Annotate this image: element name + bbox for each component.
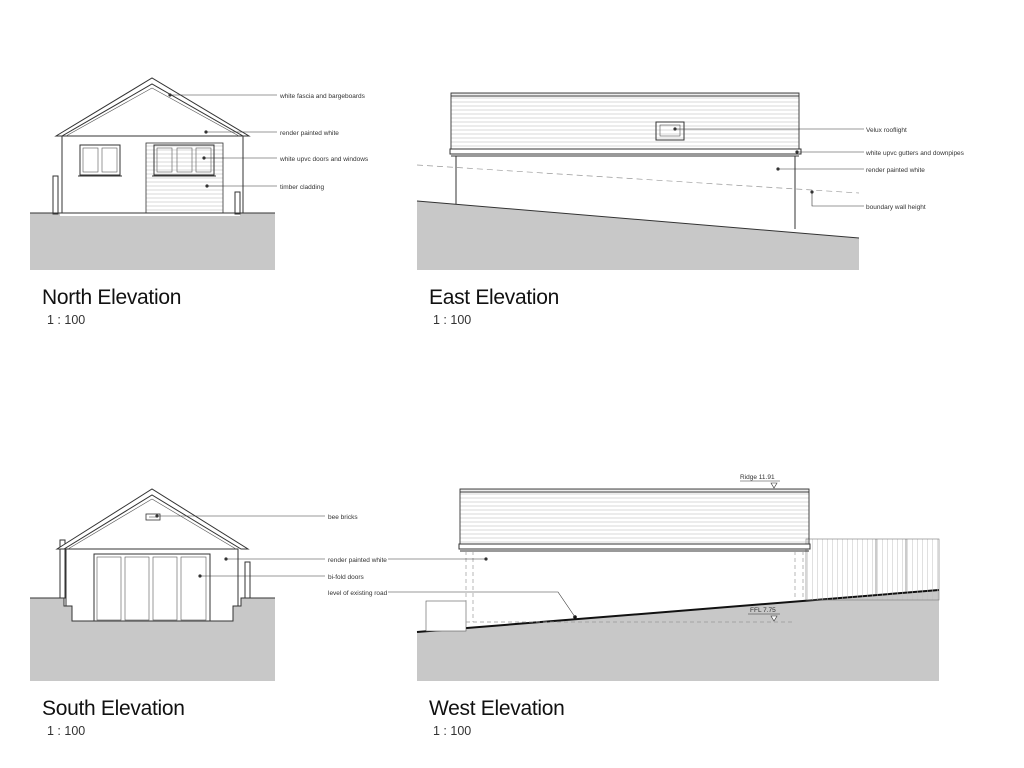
south-label-bee-bricks: bee bricks (328, 514, 358, 521)
east-leaders (673, 127, 864, 207)
east-elevation-scale: 1 : 100 (433, 313, 472, 327)
west-ridge-level-marker (740, 480, 780, 489)
south-bifold-doors (93, 553, 211, 622)
west-ffl-level-marker (748, 613, 780, 622)
east-elevation-title: East Elevation (429, 286, 560, 309)
west-elevation-scale: 1 : 100 (433, 724, 472, 738)
west-leaders (388, 557, 577, 619)
north-elevation-title: North Elevation (42, 286, 182, 309)
south-elevation-title: South Elevation (42, 697, 185, 720)
south-roof (55, 488, 250, 550)
east-label-gutters: white upvc gutters and downpipes (865, 150, 965, 157)
north-left-window (78, 144, 122, 177)
south-label-bifold: bi-fold doors (328, 574, 365, 581)
north-label-doors-windows: white upvc doors and windows (279, 156, 369, 163)
west-existing-shed (425, 600, 467, 632)
south-elevation: bee bricks render painted white bi-fold … (30, 488, 387, 681)
east-label-velux: Velux rooflight (866, 127, 907, 134)
east-velux-rooflight (655, 121, 685, 141)
south-label-render: render painted white (328, 557, 387, 564)
north-elevation-scale: 1 : 100 (47, 313, 86, 327)
west-ridge-level: Ridge 11.91 (740, 474, 775, 481)
west-roof (459, 488, 810, 546)
north-timber-cladding (145, 142, 224, 214)
west-label-road: level of existing road (328, 590, 388, 597)
north-label-render: render painted white (280, 130, 339, 137)
east-label-boundary: boundary wall height (866, 204, 926, 211)
north-label-cladding: timber cladding (280, 184, 324, 191)
west-ground (417, 590, 939, 681)
east-ground (417, 201, 859, 270)
west-elevation: Ridge 11.91 FFL 7.75 level of existing r… (328, 474, 940, 681)
north-label-fascia: white fascia and bargeboards (279, 93, 366, 100)
west-elevation-title: West Elevation (429, 697, 565, 720)
west-gutter (458, 543, 811, 550)
east-gutter (449, 148, 802, 155)
south-elevation-scale: 1 : 100 (47, 724, 86, 738)
south-leaders (155, 514, 325, 578)
north-elevation: white fascia and bargeboards render pain… (30, 77, 369, 270)
north-leaders (168, 93, 277, 188)
west-ffl-level: FFL 7.75 (750, 607, 776, 614)
east-elevation: Velux rooflight white upvc gutters and d… (416, 92, 965, 270)
south-ground (30, 598, 275, 681)
east-roof (450, 92, 800, 151)
north-ground (30, 213, 275, 270)
east-label-render: render painted white (866, 167, 925, 174)
north-right-window (152, 144, 216, 177)
north-roof (54, 77, 251, 137)
west-fence (805, 538, 940, 601)
